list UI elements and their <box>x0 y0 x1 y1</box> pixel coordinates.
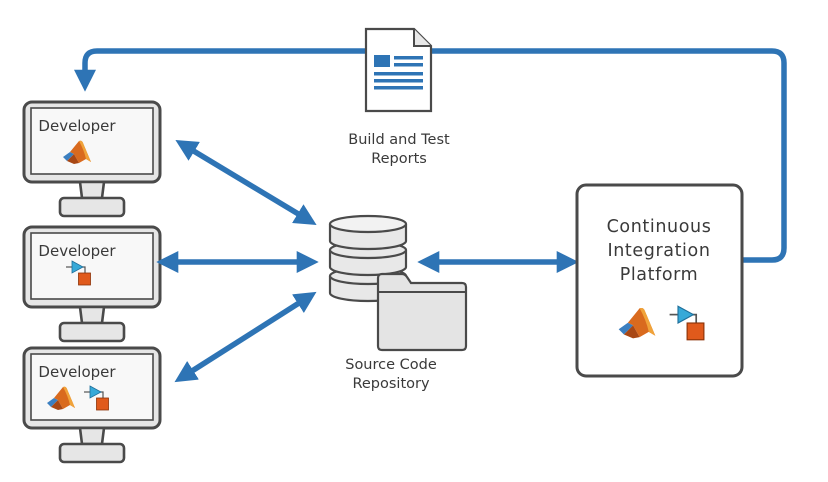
feedback-loop-arrow <box>74 48 787 263</box>
ci-label-line2: Integration <box>607 241 710 261</box>
developer-workstation-3: Developer <box>22 346 162 464</box>
sync-arrow-developer-1 <box>175 140 317 225</box>
ci-platform-box: Continuous Integration Platform <box>575 183 744 378</box>
reports-label-line1: Build and Test <box>348 132 450 148</box>
developer-label: Developer <box>38 117 116 135</box>
developer-label: Developer <box>38 363 116 381</box>
ci-label-line3: Platform <box>620 265 699 285</box>
report-document-icon <box>364 27 433 113</box>
developer-workstation-1: Developer <box>22 100 162 218</box>
ci-label-line1: Continuous <box>607 217 712 237</box>
reports-label-line2: Reports <box>371 151 427 167</box>
sync-arrow-developer-3 <box>174 291 317 383</box>
repository-label-line1: Source Code <box>345 357 437 373</box>
folder-icon <box>376 272 468 352</box>
repository-label-line2: Repository <box>352 376 430 392</box>
database-icon <box>328 214 408 303</box>
developer-workstation-2: Developer <box>22 225 162 343</box>
developer-label: Developer <box>38 242 116 260</box>
